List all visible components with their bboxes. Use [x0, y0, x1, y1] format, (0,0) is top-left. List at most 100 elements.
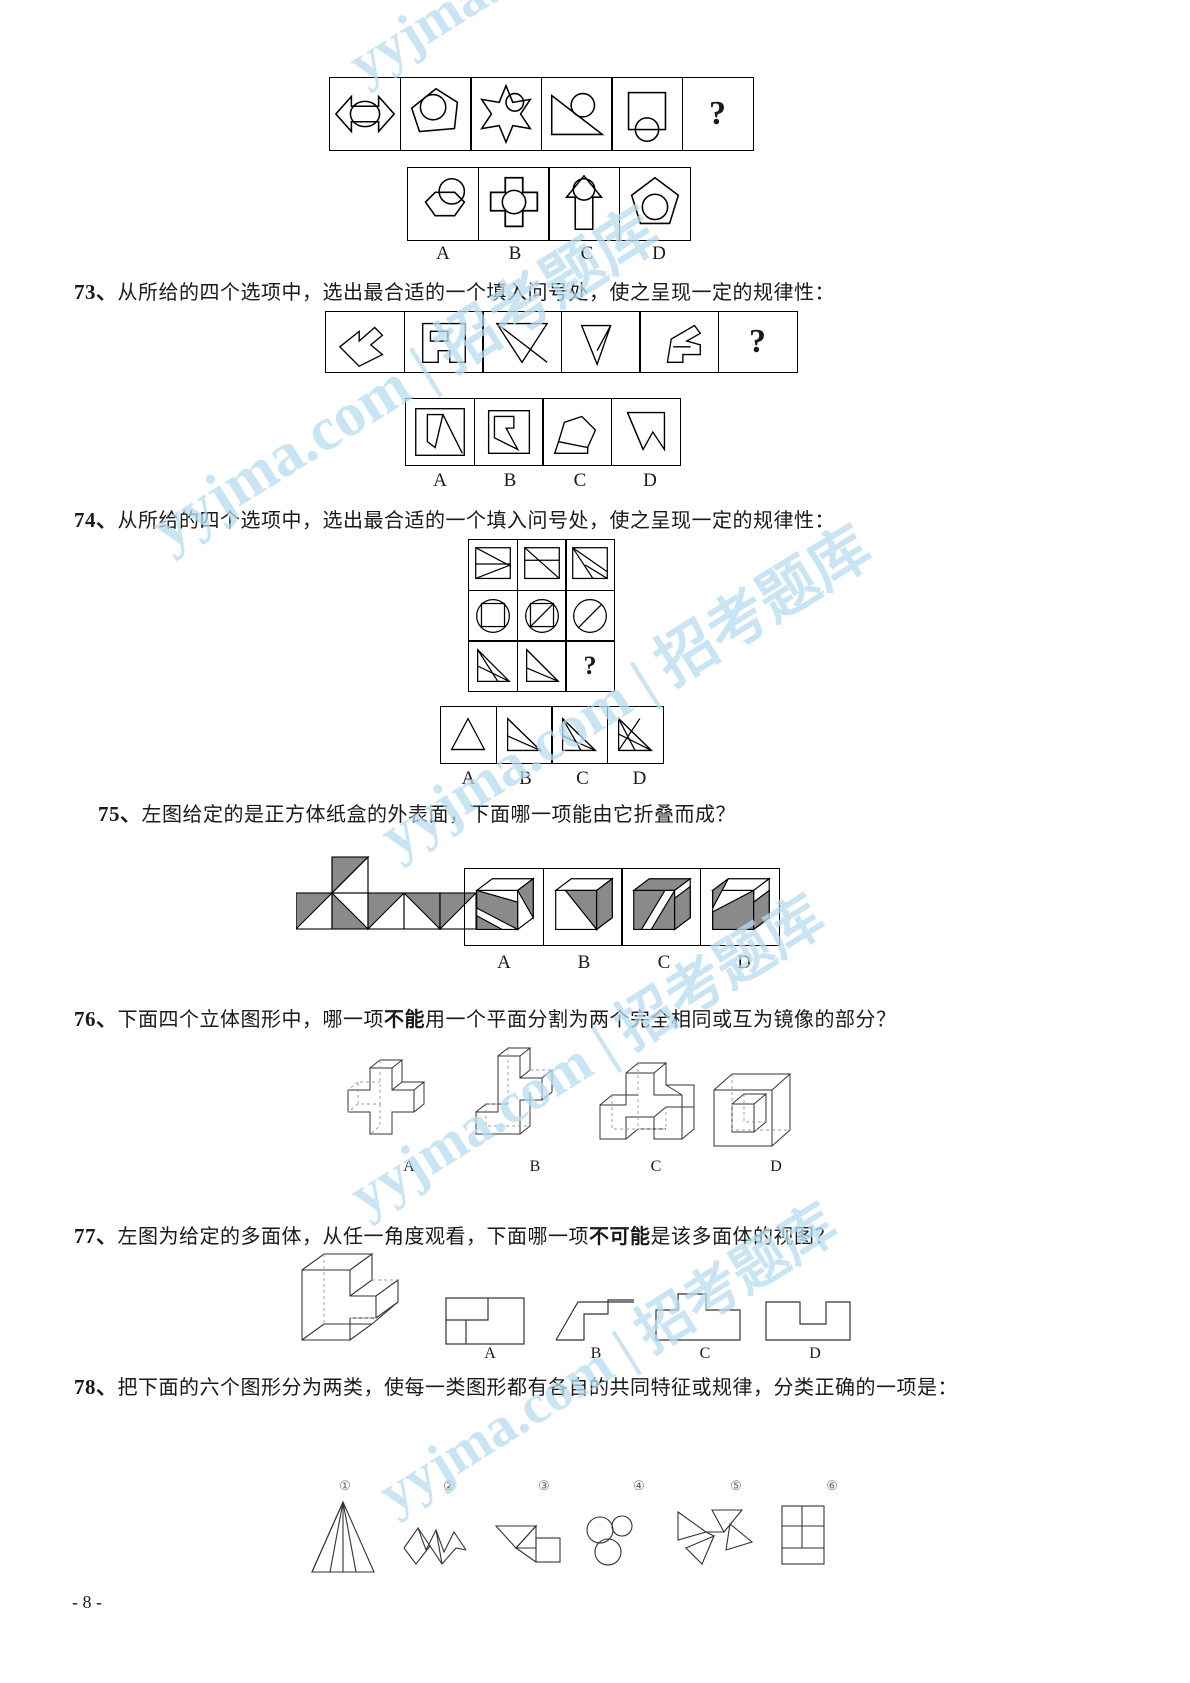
- q72-options-strip: [407, 167, 691, 241]
- q74-option-b[interactable]: [495, 706, 553, 764]
- q74-label-c: C: [576, 768, 589, 789]
- q74-option-c[interactable]: [551, 706, 608, 764]
- q77-option-d[interactable]: [760, 1292, 856, 1350]
- q73-sequence-strip: ?: [325, 311, 798, 373]
- q73-options-strip: [405, 398, 681, 466]
- q78-num-2: ②: [443, 1478, 455, 1493]
- q74-cell-1-3: [565, 539, 615, 591]
- page-number: - 8 -: [72, 1592, 102, 1612]
- q77-text-part-1: 左图为给定的多面体，从任一角度观看，下面哪一项: [117, 1226, 589, 1248]
- q78-figure-1[interactable]: [300, 1498, 386, 1576]
- q74-cell-2-2: [516, 589, 567, 642]
- q75-label-d: D: [737, 952, 751, 973]
- q73-option-labels: A B C D: [405, 470, 685, 492]
- q73-option-c[interactable]: [542, 398, 612, 466]
- q76-label-c: C: [650, 1158, 662, 1175]
- q75-label-b: B: [577, 952, 591, 973]
- q78-figure-2[interactable]: [396, 1520, 474, 1572]
- q75-option-a[interactable]: [464, 868, 544, 946]
- q76-text-emphasis: 不能: [384, 1009, 425, 1031]
- q77-label-d: D: [809, 1345, 821, 1362]
- q75-options-strip: [464, 868, 780, 946]
- q74-option-a[interactable]: [440, 706, 497, 764]
- q72-seq-cell-3: [470, 77, 542, 151]
- q77-text-emphasis: 不可能: [589, 1226, 651, 1248]
- q73-number: 73、: [74, 280, 118, 304]
- q78-num-5: ⑤: [730, 1478, 742, 1493]
- q77-label-a: A: [484, 1345, 496, 1362]
- q74-cell-2-1: [468, 589, 518, 642]
- q73-seq-cell-1: [325, 311, 405, 373]
- q77-option-c[interactable]: [650, 1288, 746, 1350]
- q74-prompt: 74、从所给的四个选项中，选出最合适的一个填入问号处，使之呈现一定的规律性：: [74, 506, 835, 535]
- q73-option-b[interactable]: [473, 398, 544, 466]
- q76-label-b: B: [529, 1158, 541, 1175]
- q72-seq-cell-2: [399, 77, 472, 151]
- q72-option-d[interactable]: [618, 167, 691, 241]
- q74-cell-2-3: [565, 589, 615, 642]
- q78-figure-4[interactable]: [582, 1512, 654, 1568]
- q74-matrix: ?: [468, 539, 615, 692]
- q75-label-c: C: [657, 952, 671, 973]
- q76-text-part-1: 下面四个立体图形中，哪一项: [117, 1009, 384, 1031]
- q77-label-c: C: [699, 1345, 711, 1362]
- q73-question-mark: ?: [749, 323, 766, 360]
- q75-option-d[interactable]: [699, 868, 780, 946]
- q77-option-b[interactable]: [548, 1292, 640, 1350]
- q76-text-part-2: 用一个平面分割为两个完全相同或互为镜像的部分？: [425, 1009, 897, 1031]
- q75-text: 左图给定的是正方体纸盒的外表面，下面哪一项能由它折叠而成？: [141, 804, 736, 826]
- q78-text: 把下面的六个图形分为两类，使每一类图形都有各自的共同特征或规律，分类正确的一项是…: [117, 1377, 958, 1399]
- q75-label-a: A: [497, 952, 511, 973]
- q76-solid-a[interactable]: [330, 1048, 440, 1158]
- q75-option-c[interactable]: [621, 868, 701, 946]
- q76-solid-d[interactable]: [700, 1068, 805, 1158]
- q77-label-b: B: [590, 1345, 602, 1362]
- q73-text: 从所给的四个选项中，选出最合适的一个填入问号处，使之呈现一定的规律性：: [117, 282, 835, 304]
- q74-text: 从所给的四个选项中，选出最合适的一个填入问号处，使之呈现一定的规律性：: [117, 510, 835, 532]
- q72-seq-cell-1: [329, 77, 401, 151]
- q74-matrix-row: ?: [468, 640, 615, 692]
- q78-figure-5[interactable]: [672, 1506, 758, 1570]
- q73-prompt: 73、从所给的四个选项中，选出最合适的一个填入问号处，使之呈现一定的规律性：: [74, 278, 835, 307]
- q77-number: 77、: [74, 1224, 118, 1248]
- q72-label-b: B: [508, 243, 522, 264]
- q75-option-b[interactable]: [542, 868, 623, 946]
- q78-num-4: ④: [633, 1478, 645, 1493]
- q72-question-mark: ?: [709, 95, 726, 132]
- q72-option-labels: A B C D: [407, 243, 695, 265]
- q74-matrix-row: [468, 589, 615, 642]
- q78-figure-3[interactable]: [490, 1516, 566, 1572]
- q72-sequence-strip: ?: [329, 77, 754, 151]
- q74-label-b: B: [519, 768, 532, 789]
- q72-label-a: A: [436, 243, 450, 264]
- q74-label-a: A: [461, 768, 476, 789]
- q72-option-c[interactable]: [548, 167, 620, 241]
- q78-prompt: 78、把下面的六个图形分为两类，使每一类图形都有各自的共同特征或规律，分类正确的…: [74, 1373, 958, 1402]
- q78-num-3: ③: [538, 1478, 550, 1493]
- q73-label-a: A: [433, 470, 447, 491]
- q78-figure-6[interactable]: [772, 1500, 834, 1570]
- q75-cube-net: [296, 855, 476, 955]
- q76-solid-c[interactable]: [582, 1055, 702, 1160]
- q76-label-d: D: [770, 1158, 782, 1175]
- q72-option-b[interactable]: [477, 167, 550, 241]
- q74-question-mark: ?: [583, 651, 597, 680]
- q74-option-labels: A B C D: [440, 768, 668, 790]
- q72-label-d: D: [652, 243, 666, 264]
- q73-seq-cell-5: [639, 311, 719, 373]
- q77-option-a[interactable]: [440, 1290, 530, 1352]
- q75-number: 75、: [98, 802, 142, 826]
- q74-option-d[interactable]: [606, 706, 664, 764]
- q74-label-d: D: [632, 768, 647, 789]
- q76-solid-b[interactable]: [460, 1042, 570, 1157]
- q78-num-1: ①: [339, 1478, 351, 1493]
- q72-seq-cell-5: [611, 77, 683, 151]
- q77-prompt: 77、左图为给定的多面体，从任一角度观看，下面哪一项不可能是该多面体的视图？: [74, 1222, 835, 1251]
- q72-option-a[interactable]: [407, 167, 479, 241]
- q75-prompt: 75、左图给定的是正方体纸盒的外表面，下面哪一项能由它折叠而成？: [98, 800, 736, 829]
- q73-question-mark-cell: ?: [717, 311, 798, 373]
- q73-option-a[interactable]: [405, 398, 475, 466]
- q77-polyhedron: [290, 1252, 420, 1377]
- q73-option-d[interactable]: [610, 398, 681, 466]
